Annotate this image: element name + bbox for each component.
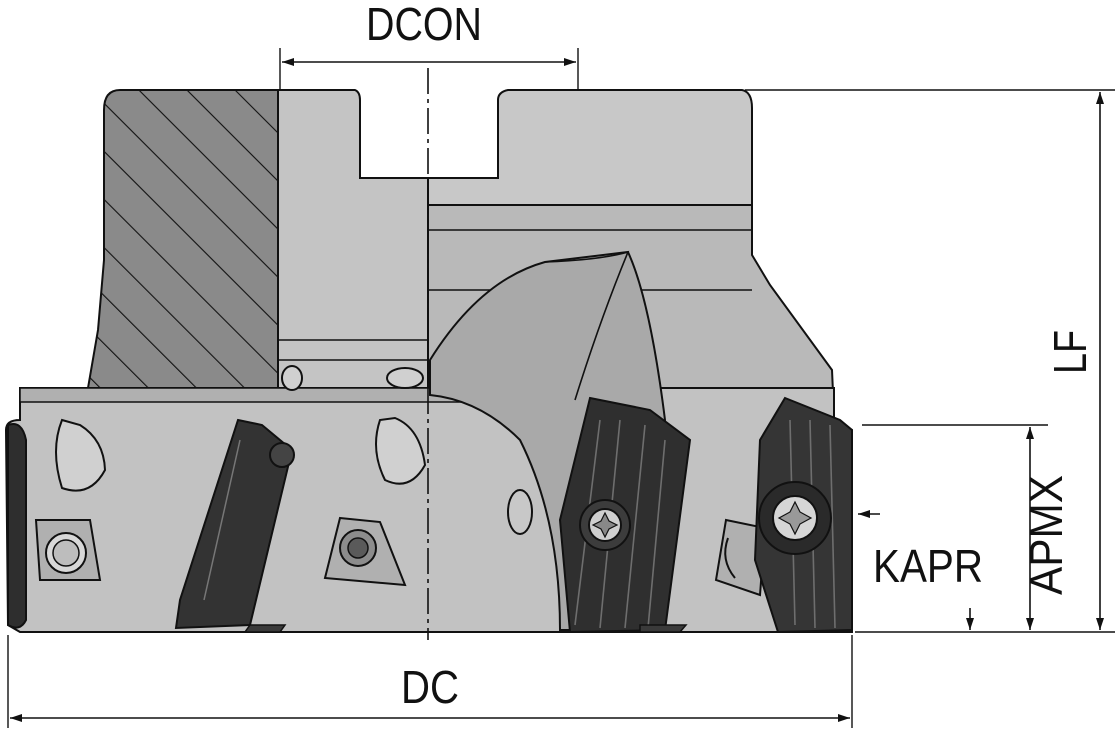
coolant-hole-2: [386, 367, 424, 389]
hub-left-block: [277, 89, 429, 389]
chip-pocket-1: [55, 418, 107, 492]
insert-2: [174, 418, 295, 630]
dimension-lf: LF: [745, 89, 1115, 633]
hub-right-block: [427, 89, 753, 206]
dimension-dc: DC: [7, 635, 853, 728]
coolant-hole: [507, 489, 533, 535]
insert-3: [558, 396, 692, 634]
clamp-wedge-2: [323, 516, 407, 587]
chip-pocket-2: [375, 416, 427, 485]
section-hatch: [86, 89, 279, 389]
insert-4: [753, 396, 853, 634]
label-dc: DC: [401, 661, 459, 713]
dimension-kapr: KAPR: [858, 510, 983, 630]
insert-tip-2: [243, 624, 287, 633]
insert-tip: [639, 624, 688, 633]
dimension-dcon: DCON: [279, 0, 579, 90]
coolant-hole-3: [281, 365, 303, 391]
torx-screw-icon-2: [758, 481, 832, 555]
clamp-wedge-3: [714, 518, 767, 597]
cutter-ring: [4, 365, 853, 633]
flute-edge: [544, 250, 630, 401]
ring-body: [4, 387, 853, 633]
dimension-apmx: APMX: [862, 424, 1072, 630]
insert-left-edge: [7, 423, 27, 629]
torx-screw-icon: [579, 499, 631, 551]
label-lf: LF: [1044, 330, 1096, 374]
label-apmx: APMX: [1020, 475, 1072, 595]
label-dcon: DCON: [366, 0, 482, 50]
label-kapr: KAPR: [873, 540, 983, 592]
clamp-wedge-1: [34, 519, 102, 581]
